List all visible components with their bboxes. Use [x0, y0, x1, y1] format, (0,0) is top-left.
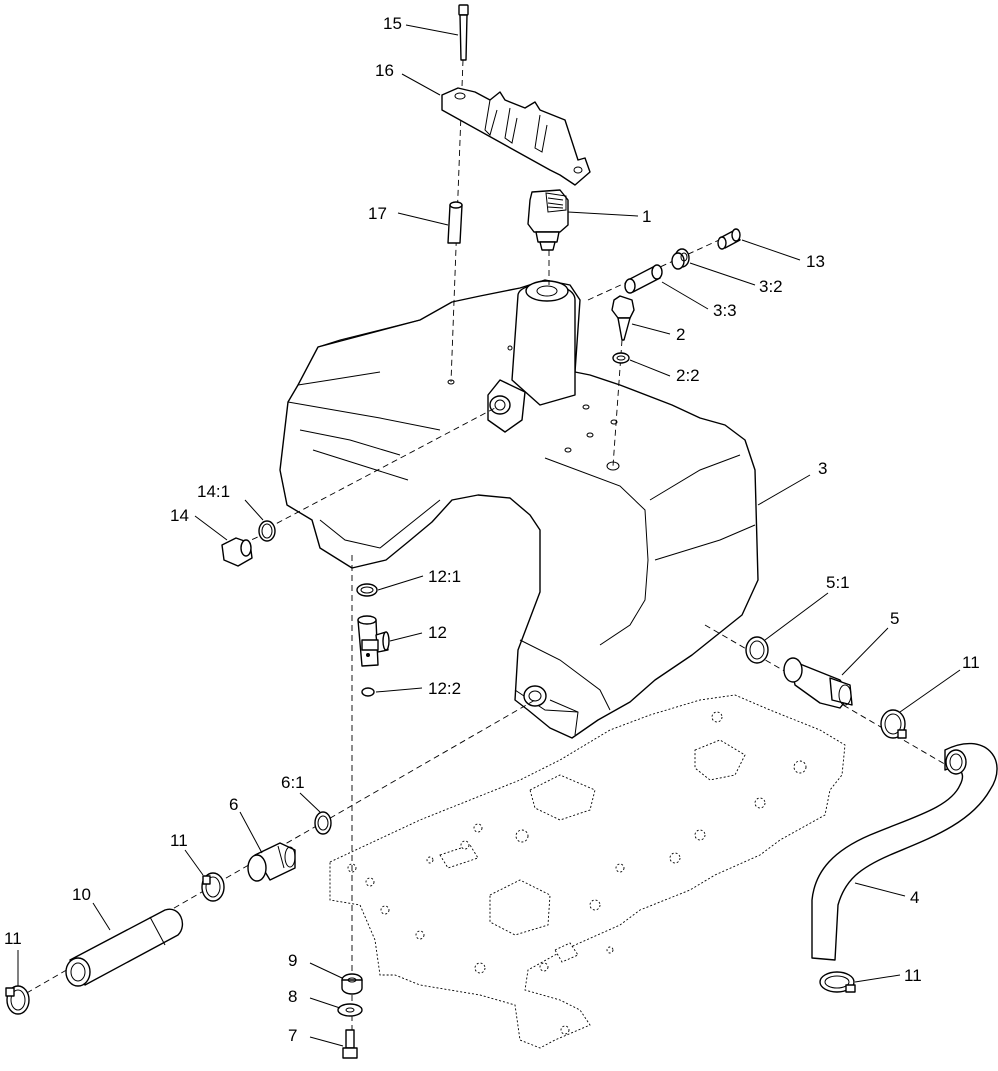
callout-2: 2	[676, 325, 685, 344]
callout-3-3: 3:3	[713, 301, 737, 320]
oring-5-1	[745, 636, 769, 664]
callout-11-far-left: 11	[4, 929, 22, 948]
oring-14-1	[258, 520, 276, 542]
hose-clamp-11-right	[880, 709, 907, 739]
vent-valve-2	[611, 295, 635, 341]
callout-14-1: 14:1	[197, 482, 230, 501]
callout-4: 4	[910, 888, 919, 907]
callout-6-1: 6:1	[281, 773, 305, 792]
callout-7: 7	[288, 1026, 297, 1045]
callout-15: 15	[383, 14, 402, 33]
callout-3: 3	[818, 459, 827, 478]
callout-10: 10	[72, 885, 91, 904]
callout-5: 5	[890, 609, 899, 628]
bolt-15	[458, 4, 469, 61]
callout-12-1: 12:1	[428, 567, 461, 586]
fuel-cap-1	[527, 189, 569, 251]
callout-6: 6	[229, 795, 238, 814]
callout-9: 9	[288, 951, 297, 970]
callout-2-2: 2:2	[676, 366, 700, 385]
washer-2-2	[612, 352, 630, 364]
hose-clamp-11-far-left	[5, 985, 30, 1015]
spacer-17	[447, 201, 463, 244]
fuel-hose-4	[811, 743, 998, 961]
fuel-hose-10	[65, 908, 183, 987]
mounting-plate	[329, 694, 846, 1049]
hose-clamp-11-bottom	[819, 971, 856, 993]
callout-17: 17	[368, 204, 387, 223]
spacer-9	[341, 973, 363, 995]
leader-lines	[17, 24, 961, 1047]
fitting-3-2	[671, 248, 690, 270]
fitting-6	[247, 842, 296, 882]
oring-12-2	[361, 687, 375, 697]
callout-1: 1	[642, 207, 651, 226]
callout-11-left: 11	[170, 831, 188, 850]
callout-labels: 15 16 17 1 13 3:2 3:3 2 2:2 3 14:1 14 12…	[4, 14, 980, 1045]
callout-3-2: 3:2	[759, 277, 783, 296]
bracket-16	[441, 87, 591, 186]
fitting-13	[717, 228, 741, 250]
callout-5-1: 5:1	[826, 573, 850, 592]
fitting-5	[783, 657, 853, 709]
fitting-3-3	[624, 264, 663, 294]
callout-13: 13	[806, 252, 825, 271]
hose-clamp-11-left	[201, 872, 225, 902]
callout-14: 14	[170, 506, 189, 525]
callout-11-bottom: 11	[904, 966, 922, 985]
washer-8	[337, 1003, 363, 1017]
oring-6-1	[314, 811, 332, 835]
tee-fitting-12	[357, 615, 390, 667]
callout-12-2: 12:2	[428, 679, 461, 698]
callout-16: 16	[375, 61, 394, 80]
fuel-tank	[279, 279, 759, 739]
callout-12: 12	[428, 623, 447, 642]
plug-14	[221, 537, 253, 567]
callout-11-right: 11	[962, 653, 980, 672]
bolt-7	[342, 1029, 358, 1059]
oring-12-1	[356, 583, 378, 597]
callout-8: 8	[288, 987, 297, 1006]
